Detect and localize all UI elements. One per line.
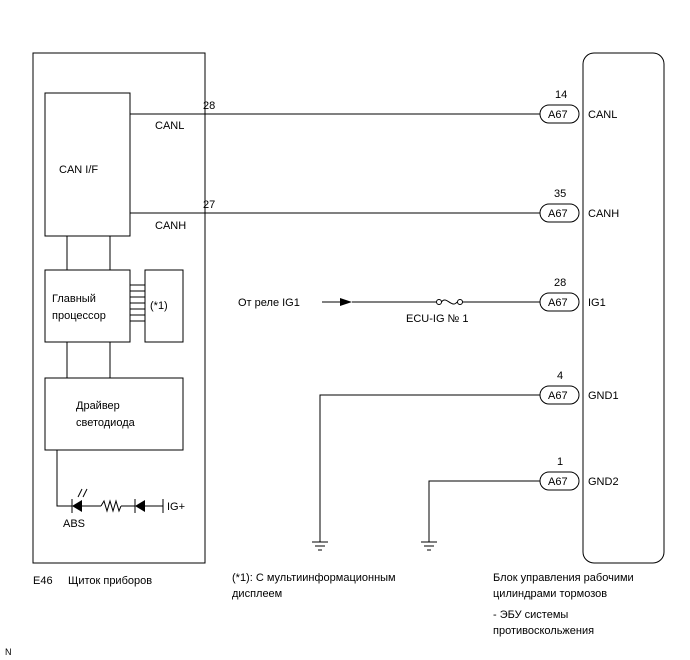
canh-label-left: CANH (155, 220, 186, 232)
left-component-code: E46 (33, 575, 53, 587)
connector-canh: A67 35 CANH (539, 188, 619, 223)
connector-gnd1: A67 4 GND1 (539, 370, 619, 405)
canh-pin-left: 27 (203, 199, 215, 211)
footnote-line-2: дисплеем (232, 588, 282, 600)
main-cpu-block (44, 269, 131, 343)
connector-signal: GND2 (588, 476, 619, 488)
main-cpu-label-1: Главный (52, 293, 96, 305)
right-component-name-4: противоскольжения (493, 625, 594, 637)
multi-display-label: (*1) (150, 300, 168, 312)
corner-mark: N (5, 647, 12, 657)
connector-code: A67 (548, 109, 568, 121)
connector-pin: 35 (554, 188, 566, 200)
fuse-label: ECU-IG № 1 (406, 313, 469, 325)
connector-code: A67 (548, 390, 568, 402)
abs-led-icon (72, 500, 82, 512)
multi-display-block (144, 269, 184, 343)
connector-signal: CANH (588, 208, 619, 220)
connector-signal: CANL (588, 109, 617, 121)
footnote-line-1: (*1): С мультиинформационным (232, 572, 396, 584)
canl-label-left: CANL (155, 120, 184, 132)
connector-pin: 28 (554, 277, 566, 289)
connector-code: A67 (548, 208, 568, 220)
resistor-icon (100, 499, 122, 513)
led-driver-label-1: Драйвер (76, 400, 120, 412)
main-cpu-label-2: процессор (52, 310, 106, 322)
brake-ecu-box (582, 52, 665, 564)
right-component-name-1: Блок управления рабочими (493, 572, 634, 584)
connector-signal: GND1 (588, 390, 619, 402)
connector-code: A67 (548, 476, 568, 488)
gnd1-wire (319, 394, 540, 542)
connector-ig1: A67 28 IG1 (539, 277, 606, 312)
ig-plus-label: IG+ (167, 501, 185, 513)
can-if-block (44, 92, 131, 237)
connector-pin: 1 (557, 456, 563, 468)
connector-gnd2: A67 1 GND2 (539, 456, 619, 491)
led-circuit-wire (56, 450, 72, 507)
connector-canl: A67 14 CANL (539, 89, 617, 124)
relay-label: От реле IG1 (238, 297, 300, 309)
abs-label: ABS (63, 518, 85, 530)
can-if-label: CAN I/F (59, 164, 98, 176)
right-component-name-3: - ЭБУ системы (493, 609, 568, 621)
fuse-icon (436, 299, 442, 305)
gnd2-wire (428, 480, 540, 542)
led-driver-label-2: светодиода (76, 417, 136, 429)
combination-meter-box (32, 52, 206, 564)
connector-signal: IG1 (588, 297, 606, 309)
connector-pin: 4 (557, 370, 563, 382)
ground-icon (421, 541, 437, 551)
arrow-right-icon (340, 298, 352, 306)
led-driver-block (44, 377, 184, 451)
connector-code: A67 (548, 297, 568, 309)
ground-icon (312, 541, 328, 551)
connector-pin: 14 (555, 89, 567, 101)
left-component-name: Щиток приборов (68, 575, 152, 587)
canl-pin-left: 28 (203, 100, 215, 112)
right-component-name-2: цилиндрами тормозов (493, 588, 607, 600)
diode-icon (135, 500, 145, 512)
